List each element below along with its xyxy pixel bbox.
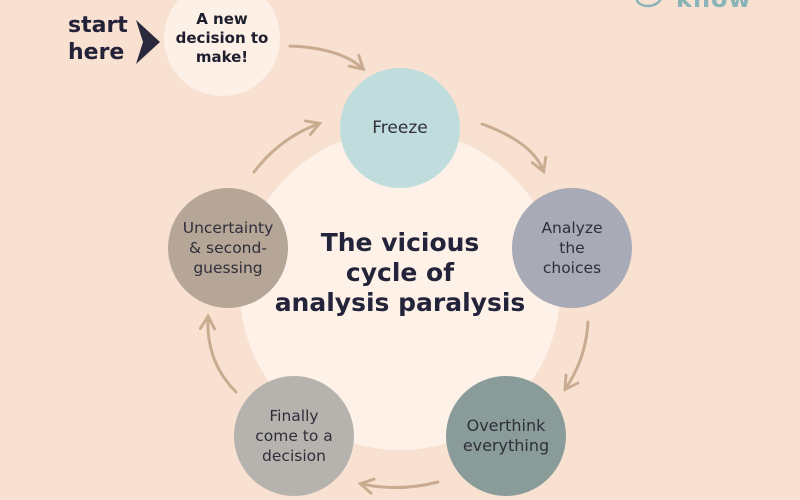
arrow-freeze-to-analyze xyxy=(480,122,548,175)
arrow-decision-to-uncertainty xyxy=(198,313,238,394)
arrow-start-to-freeze xyxy=(288,44,366,72)
step-uncertainty: Uncertainty & second- guessing xyxy=(168,188,288,308)
logo-icon xyxy=(635,0,662,8)
start-here-label: start here xyxy=(68,13,128,65)
start-node: A new decision to make! xyxy=(164,0,280,96)
step-overthink: Overthink everything xyxy=(446,376,566,496)
start-chevron-icon xyxy=(136,20,160,64)
step-analyze-choices: Analyze the choices xyxy=(512,188,632,308)
diagram-title: The vicious cycle of analysis paralysis xyxy=(274,228,526,317)
arrow-analyze-to-overthink xyxy=(563,320,590,392)
step-freeze: Freeze xyxy=(340,68,460,188)
step-decision: Finally come to a decision xyxy=(234,376,354,496)
arrow-uncertainty-to-freeze xyxy=(252,119,323,174)
logo-text: know xyxy=(676,0,752,11)
arrow-overthink-to-decision xyxy=(357,477,440,495)
